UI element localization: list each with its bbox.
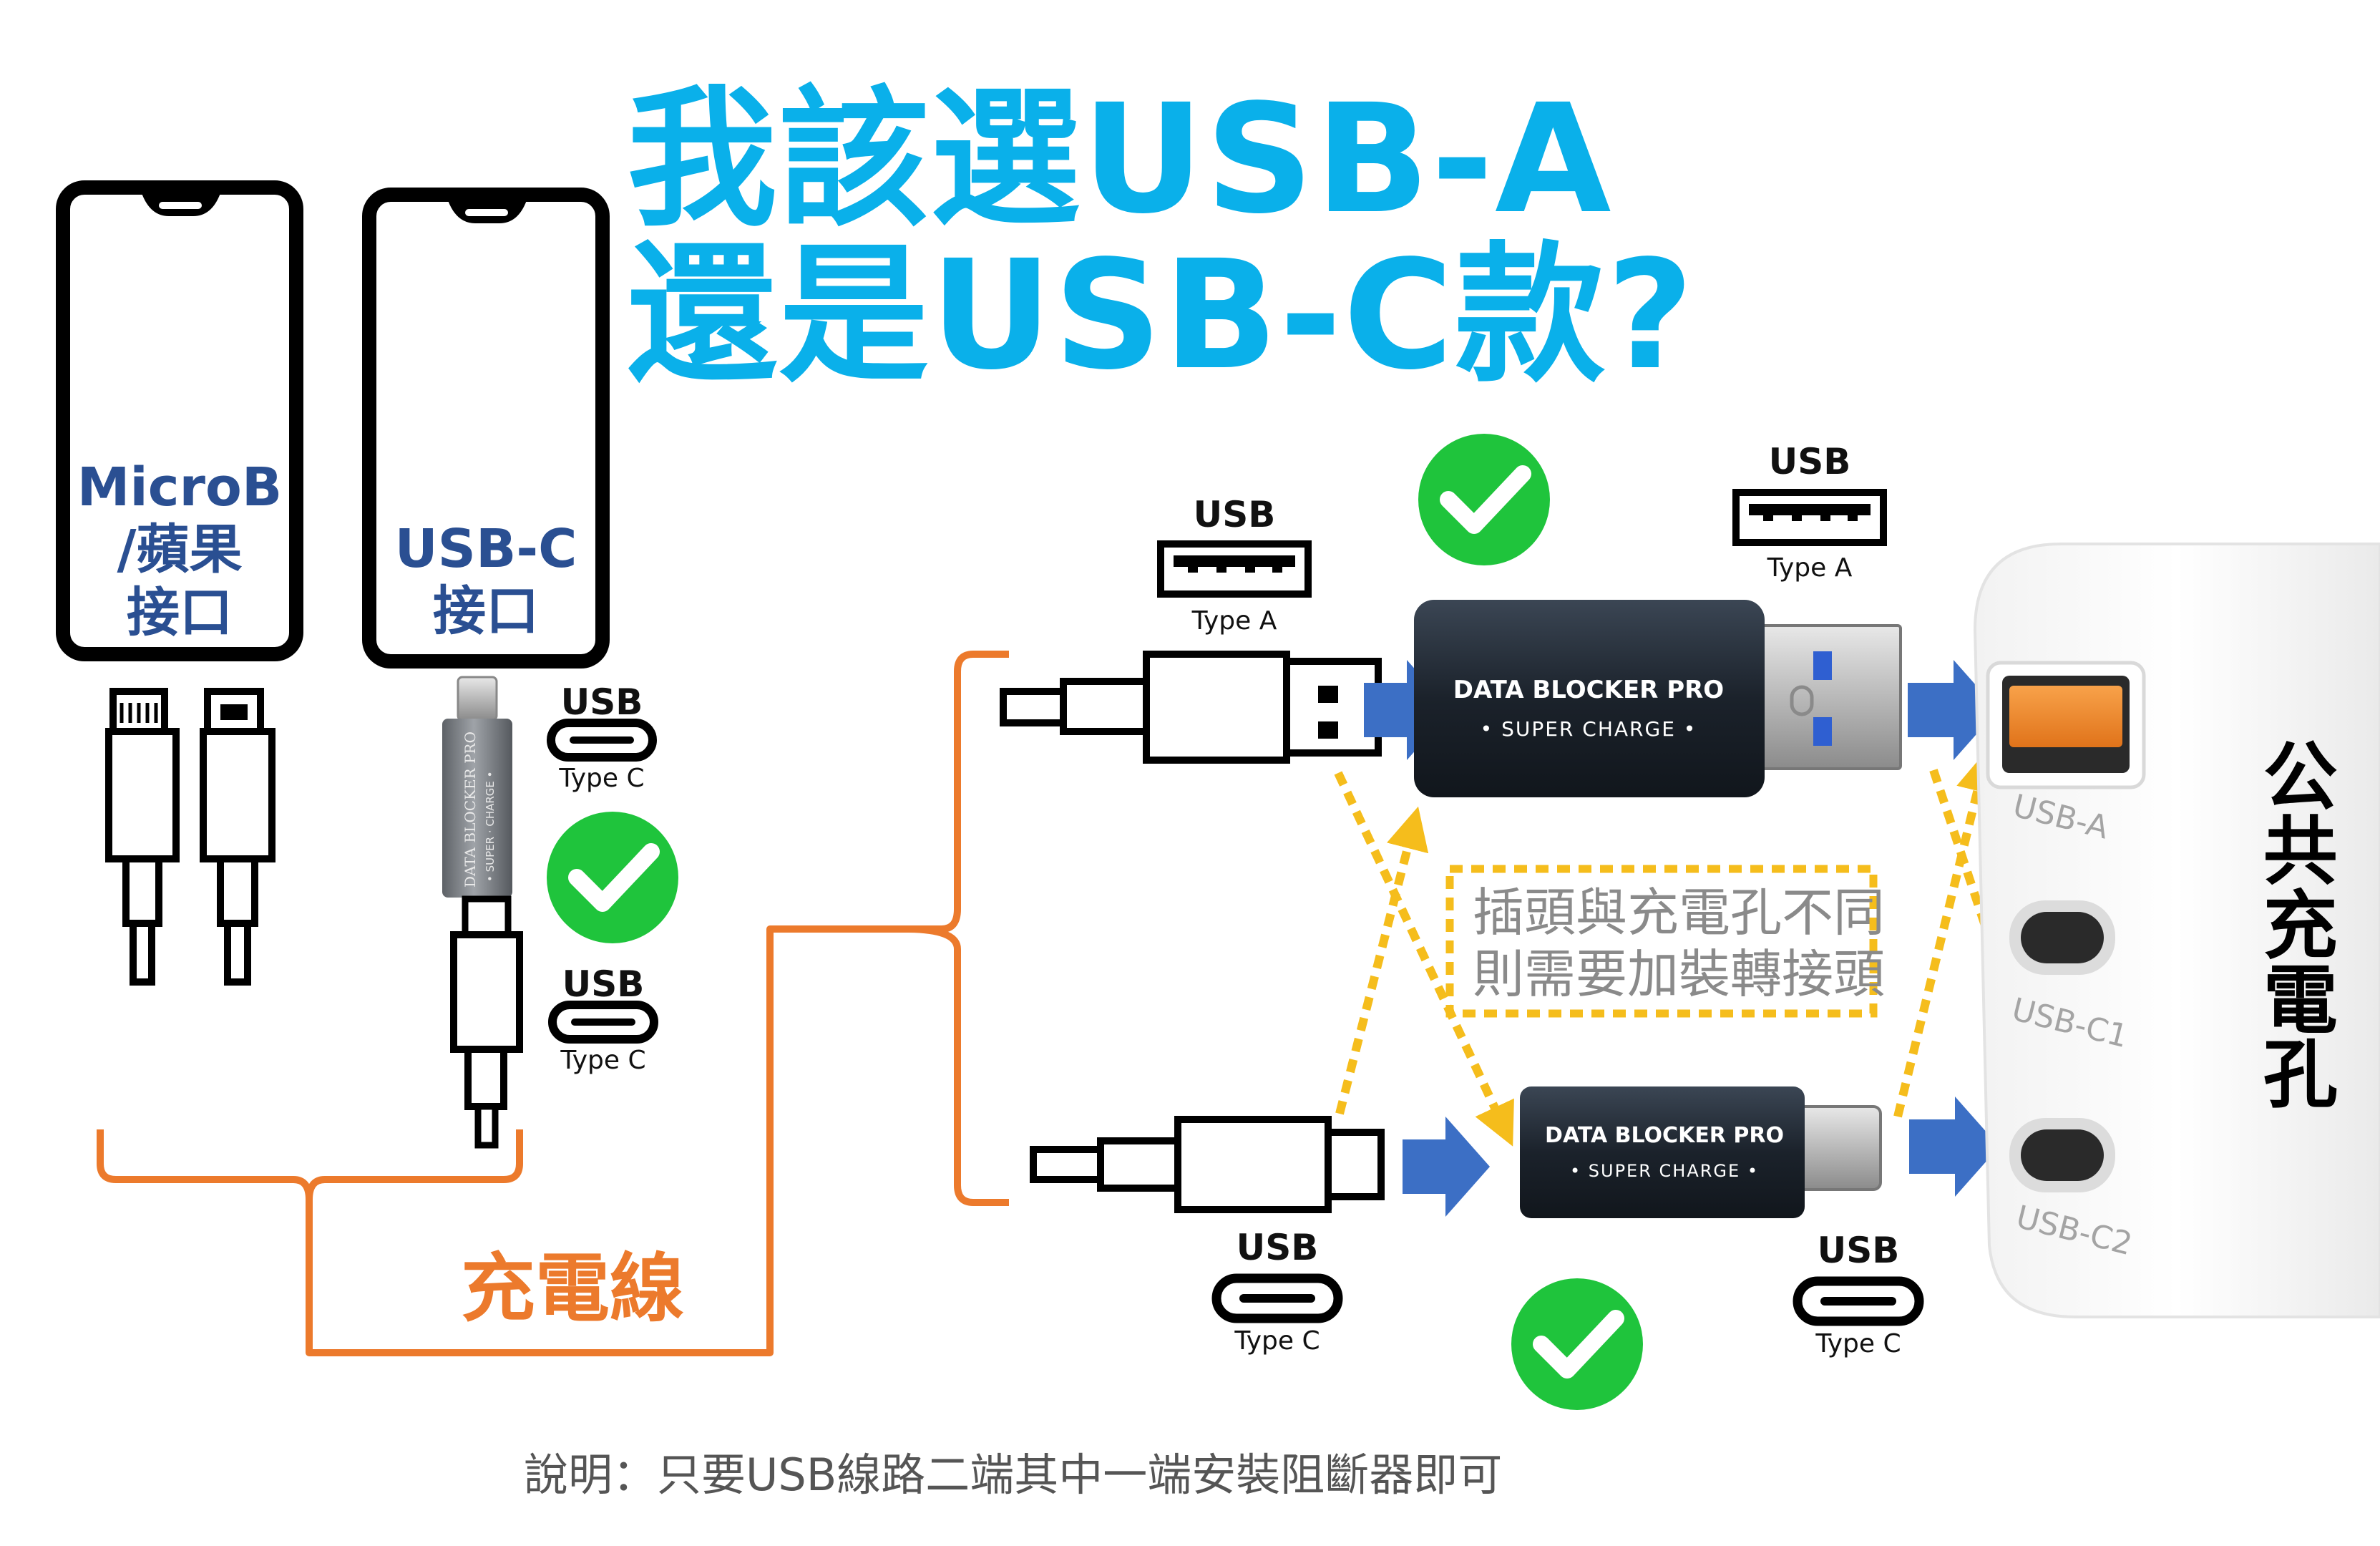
data-blocker-usb-c: DATA BLOCKER PRO • SUPER CHARGE • xyxy=(1520,1086,1882,1218)
public-charger-label: 公共充電孔 xyxy=(2250,737,2338,1109)
phone-usbc xyxy=(362,188,610,669)
adapter-subtitle: • SUPER CHARGE • xyxy=(1481,717,1697,741)
type-c-label: Type C xyxy=(1815,1329,1901,1358)
phone-label-line: 接口 xyxy=(433,580,539,643)
phone-label-usbc: USB-C 接口 xyxy=(376,518,595,643)
arrow-icon xyxy=(1364,660,1451,760)
phone-microb xyxy=(56,180,303,661)
phone-label-microb: MicroB /蘋果 接口 xyxy=(70,457,289,644)
check-icon xyxy=(547,812,678,943)
adapter-brand: DATA BLOCKER PRO xyxy=(1453,676,1724,704)
usb-c-port-icon xyxy=(1211,1273,1343,1323)
usb-c-port-icon xyxy=(547,719,657,762)
phone-label-line: 接口 xyxy=(127,581,233,643)
warning-line: 則需要加裝轉接頭 xyxy=(1473,944,1886,1005)
cable-brace xyxy=(97,651,1009,1356)
usb-c-cable-bottom xyxy=(1030,1116,1385,1213)
type-a-label: Type A xyxy=(1767,553,1853,583)
page-title-line1: 我該選USB-A xyxy=(627,72,1613,247)
usb-a-cable-top xyxy=(1000,651,1382,764)
type-a-label: Type A xyxy=(1191,606,1277,636)
check-icon xyxy=(1511,1278,1643,1410)
adapter-subtitle: • SUPER CHARGE • xyxy=(1570,1161,1759,1181)
type-c-label: Type C xyxy=(560,1046,646,1075)
arrow-icon xyxy=(1909,1097,1999,1197)
usb-label: USB xyxy=(562,963,645,1005)
type-c-label: Type C xyxy=(1234,1326,1320,1356)
usb-a-port-icon xyxy=(1157,540,1312,598)
usb-c-port-icon xyxy=(1793,1276,1924,1326)
warning-line: 插頭與充電孔不同 xyxy=(1473,883,1886,943)
phone-label-line: /蘋果 xyxy=(117,519,243,581)
blocker-vertical-brand: DATA BLOCKER PRO xyxy=(462,731,479,888)
blocker-vertical-subtitle: • SUPER · CHARGE • xyxy=(484,771,497,882)
arrow-icon xyxy=(1403,1117,1490,1217)
public-charger xyxy=(1973,543,2380,1318)
usb-label: USB xyxy=(1236,1227,1319,1268)
usb-c-port-icon xyxy=(548,1001,658,1044)
adapter-brand: DATA BLOCKER PRO xyxy=(1545,1123,1784,1148)
phone-label-line: MicroB xyxy=(77,457,283,518)
usbc-blocker-vertical: DATA BLOCKER PRO • SUPER · CHARGE • xyxy=(442,676,523,1149)
microb-cable-icon xyxy=(200,688,275,986)
usb-label: USB xyxy=(1768,441,1851,482)
cable-label: 充電線 xyxy=(461,1245,685,1332)
lightning-cable-icon xyxy=(105,688,180,986)
footer-note: 說明：只要USB線路二端其中一端安裝阻斷器即可 xyxy=(524,1449,1503,1501)
warning-box xyxy=(1445,865,1878,1018)
page-title-line2: 還是USB-C款? xyxy=(627,228,1695,403)
type-c-label: Type C xyxy=(559,764,645,793)
data-blocker-usb-a: DATA BLOCKER PRO • SUPER CHARGE • xyxy=(1414,600,1902,797)
usb-label: USB xyxy=(1193,494,1276,535)
usb-label: USB xyxy=(1817,1230,1900,1271)
warning-text: 插頭與充電孔不同 則需要加裝轉接頭 xyxy=(1473,882,1885,1006)
usb-a-port-icon xyxy=(1732,489,1887,546)
usb-label: USB xyxy=(560,681,643,723)
check-icon xyxy=(1418,434,1550,565)
phone-label-line: USB-C xyxy=(394,518,577,580)
